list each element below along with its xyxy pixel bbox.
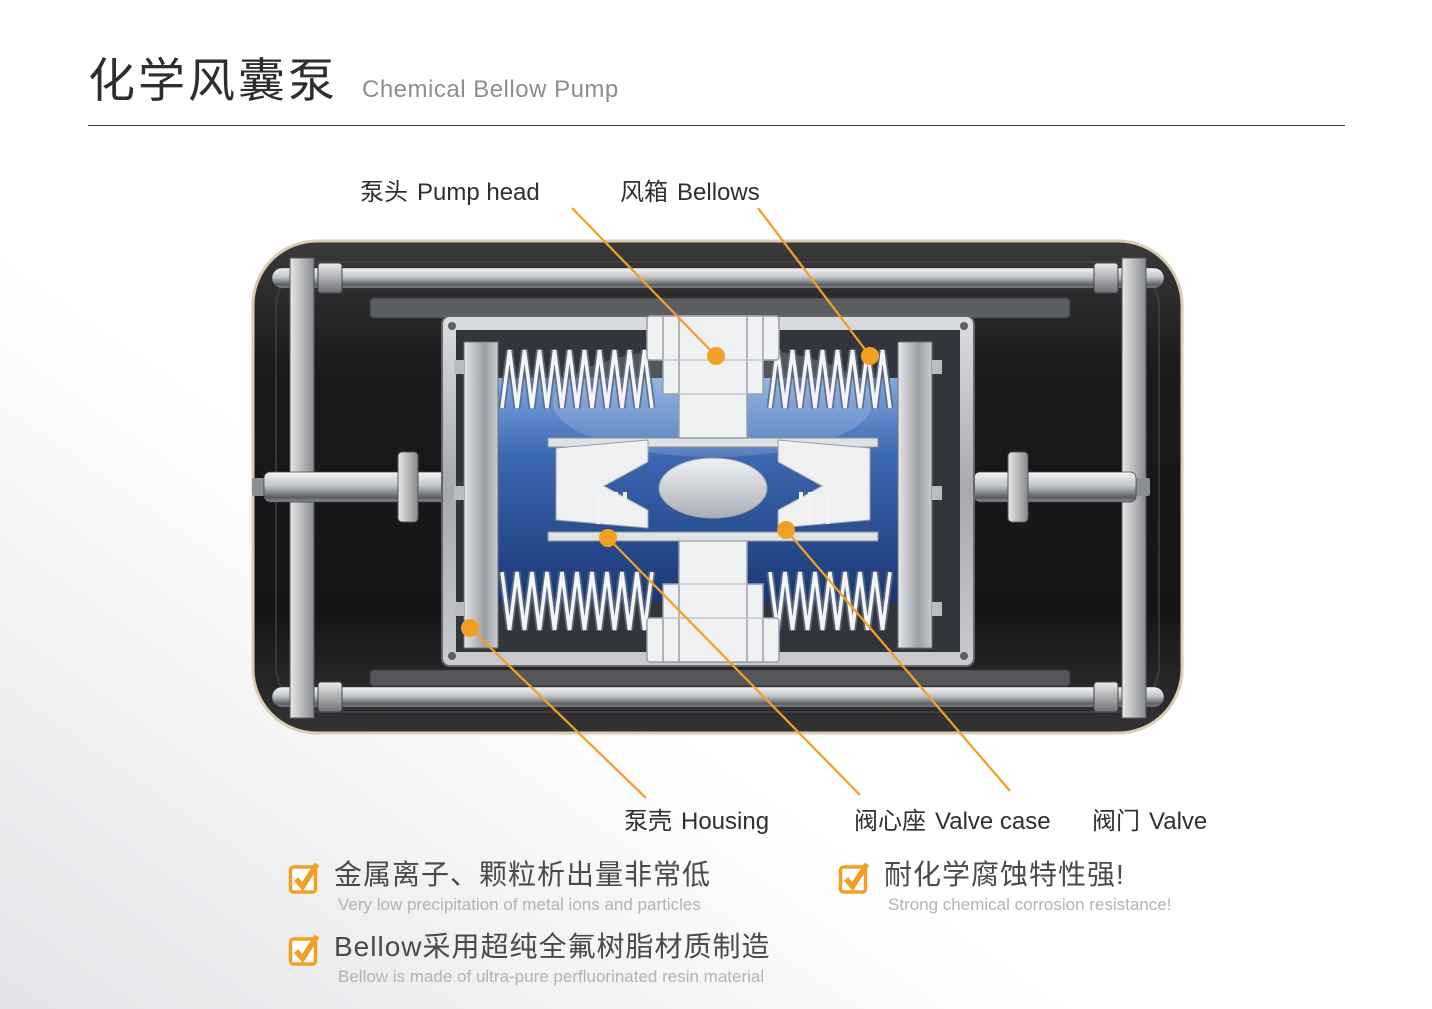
pump-head-block <box>646 315 780 663</box>
valve-marker <box>777 521 795 539</box>
part-markers <box>461 347 879 637</box>
check-icon <box>838 862 870 894</box>
leader-lines <box>469 207 1011 799</box>
valve-case-marker <box>599 529 617 547</box>
page-header: 化学风囊泵 Chemical Bellow Pump <box>88 42 619 111</box>
page-title: 化学风囊泵 <box>88 54 338 107</box>
bellows-marker <box>861 347 879 365</box>
label-bellows: 风箱 Bellows <box>620 172 760 207</box>
feature-corrosion-resistance: 耐化学腐蚀特性强! Strong chemical corrosion resi… <box>838 858 1171 915</box>
feature-en: Bellow is made of ultra-pure perfluorina… <box>338 967 765 986</box>
label-valve-zh: 阀门 <box>1092 808 1140 835</box>
label-valve-en: Valve <box>1149 808 1208 835</box>
drive-shaft-left <box>252 451 453 523</box>
housing-marker <box>461 619 479 637</box>
label-pump-head-en: Pump head <box>417 179 540 206</box>
label-valve-case: 阀心座 Valve case <box>854 801 1051 836</box>
page-subtitle: Chemical Bellow Pump <box>362 76 619 103</box>
valve-case-leader-line <box>607 537 861 796</box>
label-housing-en: Housing <box>681 808 770 835</box>
label-bellows-zh: 风箱 <box>620 179 668 206</box>
feature-metal-ions: 金属离子、颗粒析出量非常低 Very low precipitation of … <box>288 858 711 915</box>
feature-text: Bellow采用超纯全氟树脂材质制造 Bellow is made of ult… <box>334 930 770 987</box>
pump-head-leader-line <box>571 207 717 357</box>
feature-text: 金属离子、颗粒析出量非常低 Very low precipitation of … <box>334 858 711 915</box>
feature-bellow-material: Bellow采用超纯全氟树脂材质制造 Bellow is made of ult… <box>288 930 770 987</box>
label-housing-zh: 泵壳 <box>624 808 672 835</box>
header-divider <box>88 125 1345 126</box>
bellows-flanges <box>454 341 942 649</box>
valve-assembly <box>547 437 879 542</box>
label-valve-case-zh: 阀心座 <box>854 808 926 835</box>
label-valve: 阀门 Valve <box>1092 801 1207 836</box>
check-icon <box>288 862 320 894</box>
interior-beams <box>369 297 1071 687</box>
housing-leader-line <box>469 627 647 799</box>
pump-illustration <box>251 207 1184 799</box>
pump-head-marker <box>707 347 725 365</box>
feature-en: Strong chemical corrosion resistance! <box>888 895 1172 914</box>
label-housing: 泵壳 Housing <box>624 801 769 836</box>
bellows-leader-line <box>757 207 871 357</box>
label-valve-case-en: Valve case <box>935 808 1051 835</box>
check-icon <box>288 934 320 966</box>
feature-text: 耐化学腐蚀特性强! Strong chemical corrosion resi… <box>884 858 1171 915</box>
feature-en: Very low precipitation of metal ions and… <box>338 895 701 914</box>
feature-zh: Bellow采用超纯全氟树脂材质制造 <box>334 931 771 962</box>
feature-zh: 耐化学腐蚀特性强! <box>884 859 1125 890</box>
label-pump-head-zh: 泵头 <box>360 179 408 206</box>
label-bellows-en: Bellows <box>677 179 760 206</box>
valve-leader-line <box>785 529 1011 792</box>
label-pump-head: 泵头 Pump head <box>360 172 540 207</box>
drive-shaft-right <box>973 451 1150 523</box>
feature-zh: 金属离子、颗粒析出量非常低 <box>334 859 712 890</box>
